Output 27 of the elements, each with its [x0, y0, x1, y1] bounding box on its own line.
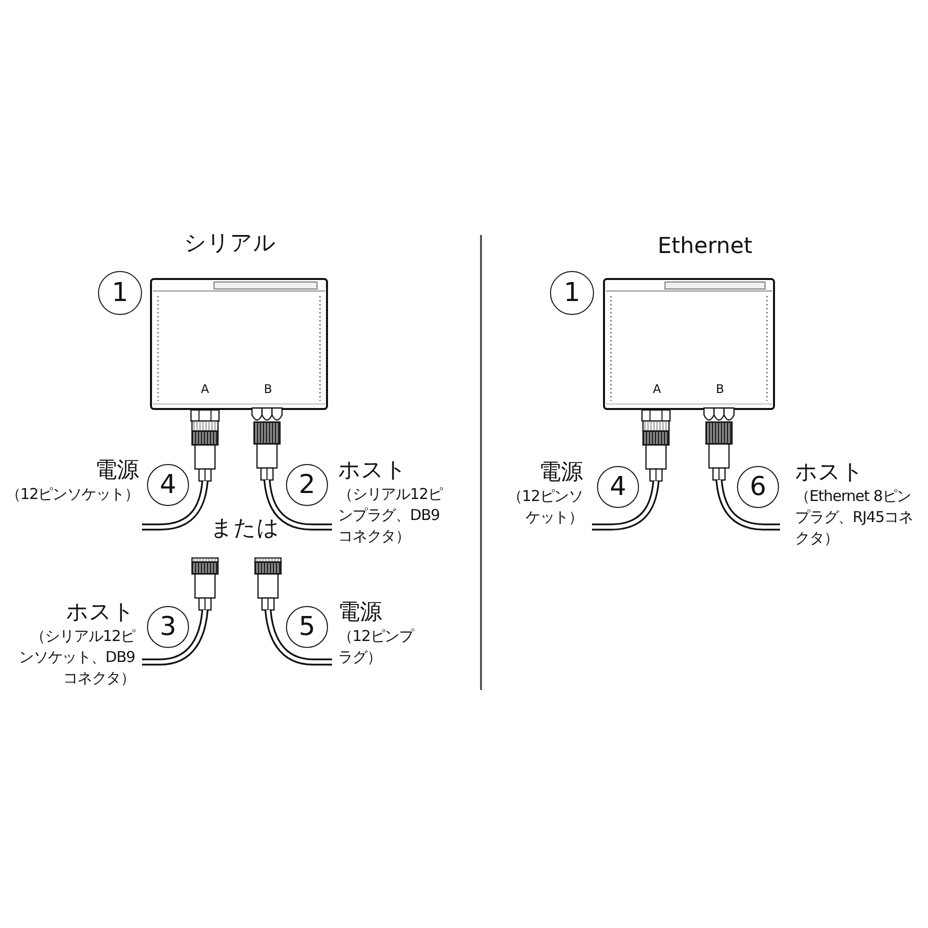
callout-number: 3: [147, 606, 189, 648]
connector-name: 電源: [338, 600, 382, 626]
connector-name: ホスト: [66, 600, 135, 626]
or-label: または: [210, 516, 280, 542]
port-label: A: [652, 383, 662, 397]
connector-description: （12ピンソケット）: [506, 486, 583, 528]
callout-number: 2: [286, 464, 328, 506]
port-label: B: [264, 383, 272, 397]
connector-description: （12ピンソケット）: [6, 484, 139, 505]
port-label: B: [716, 383, 724, 397]
connector-name: ホスト: [795, 460, 864, 486]
callout-number: 5: [286, 606, 328, 648]
connector-description: （Ethernet 8ピンプラグ、RJ45コネクタ）: [795, 486, 913, 549]
connector-description: （シリアル12ピンプラグ、DB9コネクタ）: [338, 484, 444, 547]
connector-description: （シリアル12ピンソケット、DB9コネクタ）: [18, 626, 135, 689]
callout-number: 6: [737, 466, 779, 508]
callout-number: 1: [98, 271, 142, 315]
connector-name: ホスト: [338, 458, 407, 484]
callout-number: 4: [597, 466, 639, 508]
panel-heading: シリアル: [184, 231, 276, 256]
callout-number: 1: [550, 271, 594, 315]
port-label: A: [200, 383, 210, 397]
panel-heading: Ethernet: [658, 234, 752, 260]
callout-number: 4: [147, 464, 189, 506]
connector-name: 電源: [539, 460, 583, 486]
connector-description: （12ピンプラグ）: [338, 626, 416, 668]
connector-name: 電源: [95, 458, 139, 484]
